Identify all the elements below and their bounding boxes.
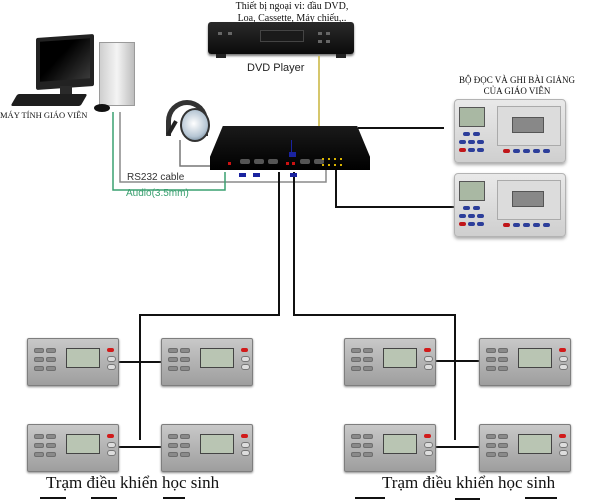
student-station: [479, 424, 571, 472]
student-group-right-label: Trạm điều khiển học sinh: [382, 473, 556, 492]
rs232-label: RS232 cable: [127, 172, 185, 183]
student-right-trunk: [293, 172, 456, 440]
student-left-trunk: [139, 172, 280, 440]
underline-mark: [163, 497, 185, 499]
student-station: [479, 338, 571, 386]
recorder-title-line2: CỦA GIÁO VIÊN: [483, 86, 551, 96]
port-indicator: [253, 173, 260, 177]
peripherals-line2: Loa, Cassette, Máy chiếu,..: [237, 13, 347, 24]
central-controller: [210, 126, 370, 170]
student-station: [161, 338, 253, 386]
peripherals-line1: Thiết bị ngoại vi: đầu DVD,: [235, 1, 349, 12]
peripherals-caption: Thiết bị ngoại vi: đầu DVD, Loa, Cassett…: [222, 1, 362, 25]
dvd-player-label: DVD Player: [247, 62, 305, 74]
underline-mark: [355, 497, 385, 499]
underline-mark: [525, 497, 557, 499]
audio-cable: [112, 112, 226, 191]
mouse: [94, 104, 110, 112]
recorder2-cable: [335, 170, 454, 208]
headset-cable: [179, 140, 213, 167]
student-station: [344, 424, 436, 472]
port-indicator: [239, 173, 246, 177]
audio-label: Audio(3.5mm): [126, 188, 189, 199]
recorder-title-line1: BỘ ĐỌC VÀ GHI BÀI GIẢNG: [458, 75, 576, 85]
monitor-stand: [60, 86, 72, 96]
dvd-player: [208, 22, 354, 58]
teacher-recorder-2: [454, 173, 566, 237]
pc-tower: [99, 42, 135, 106]
student-station: [27, 424, 119, 472]
student-station: [27, 338, 119, 386]
teacher-recorder-1: [454, 99, 566, 163]
recorder-title: BỘ ĐỌC VÀ GHI BÀI GIẢNG CỦA GIÁO VIÊN: [432, 75, 600, 97]
port-indicator: [289, 152, 296, 157]
teacher-pc-label: MÁY TÍNH GIÁO VIÊN: [0, 110, 88, 120]
port-indicator-stem: [291, 140, 292, 152]
underline-mark: [455, 498, 480, 500]
port-indicator: [290, 173, 297, 177]
headset-icon: [180, 108, 210, 142]
rs232-cable: [119, 112, 327, 183]
underline-mark: [91, 497, 117, 499]
dvd-display: [260, 30, 304, 42]
underline-mark: [40, 497, 66, 499]
student-station: [161, 424, 253, 472]
student-station: [344, 338, 436, 386]
student-group-left-label: Trạm điều khiển học sinh: [46, 473, 220, 492]
